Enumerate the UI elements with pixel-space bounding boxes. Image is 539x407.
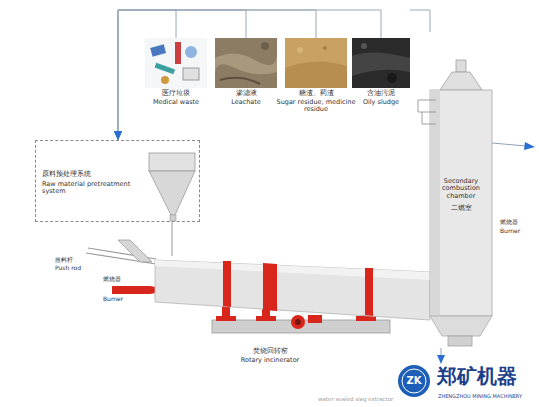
logo-circle: [398, 365, 430, 397]
part-label-cn: 推料杆: [55, 257, 73, 264]
arrow-head: [114, 131, 122, 140]
connector-line: [172, 222, 173, 256]
arrow-head: [114, 131, 122, 140]
burner-label-cn: 燃烧器: [103, 276, 121, 283]
caption-cn: 渗滤液: [205, 90, 287, 97]
connector: [172, 222, 173, 256]
pretreatment-box: 原料预处理系统 Raw material pretreatment system: [35, 140, 200, 222]
feed-line: [410, 10, 430, 32]
box-title-cn: 原料预处理系统: [42, 171, 142, 178]
logo-ring: [402, 369, 426, 393]
arrow-head: [114, 131, 122, 140]
node-outline: [430, 60, 492, 348]
chamber-label-en: Secondary combustion chamber: [432, 178, 490, 200]
arrow-head: [524, 142, 535, 150]
caption-en: Oily sludge: [342, 99, 420, 106]
caption-cn: 糖渣、药渣: [275, 90, 357, 97]
connector-line: [118, 10, 381, 140]
caption-en: Sugar residue, medicine residue: [275, 99, 357, 114]
rotary-kiln: 焚烧回转窑Rotary incinerator: [155, 256, 430, 322]
caption-en: Medical waste: [135, 99, 217, 106]
box-title-en: Raw material pretreatment system: [42, 181, 142, 196]
kiln-label-en: Rotary incinerator: [215, 357, 325, 364]
waste-tile: 医疗垃圾Medical waste: [145, 38, 207, 88]
node-outline: [352, 38, 410, 88]
caption-en: Leachate: [205, 99, 287, 106]
node-outline: [285, 38, 347, 88]
burner-label-en: Burner: [500, 228, 520, 235]
logo-subtitle: ZHENGZHOU MINING MACHINERY: [438, 394, 522, 400]
chamber-label-cn: 二燃室: [432, 205, 490, 212]
connector: [114, 10, 381, 140]
combustion-chamber: Secondary combustion chamber 二燃室: [430, 60, 492, 348]
waste-tile: 渗滤液Leachate: [215, 38, 277, 88]
node-outline: [215, 38, 277, 88]
caption-cn: 含油污泥: [342, 90, 420, 97]
gear-hub: [295, 319, 301, 325]
part-label-en: Push rod: [55, 265, 81, 272]
logo-mark: ZK: [401, 375, 427, 387]
slag-line: [441, 348, 442, 356]
waste-tile: 糖渣、药渣Sugar residue, medicine residue: [285, 38, 347, 88]
burner-label-cn: 燃烧器: [500, 219, 518, 226]
node-outline: [155, 256, 430, 322]
burner-label-en: Burner: [103, 296, 123, 303]
node-outline: [145, 38, 207, 88]
arrow-head: [114, 131, 122, 140]
caption-cn: 医疗垃圾: [135, 90, 217, 97]
logo-name: 郑矿机器: [437, 365, 517, 388]
kiln-label-cn: 焚烧回转窑: [215, 348, 325, 355]
waste-tile: 含油污泥Oily sludge: [352, 38, 410, 88]
part-label-en: water sealed slag extractor: [318, 396, 393, 402]
outlet-line: [492, 143, 526, 146]
arrow-head: [437, 355, 445, 364]
feed-chute: [118, 240, 152, 262]
